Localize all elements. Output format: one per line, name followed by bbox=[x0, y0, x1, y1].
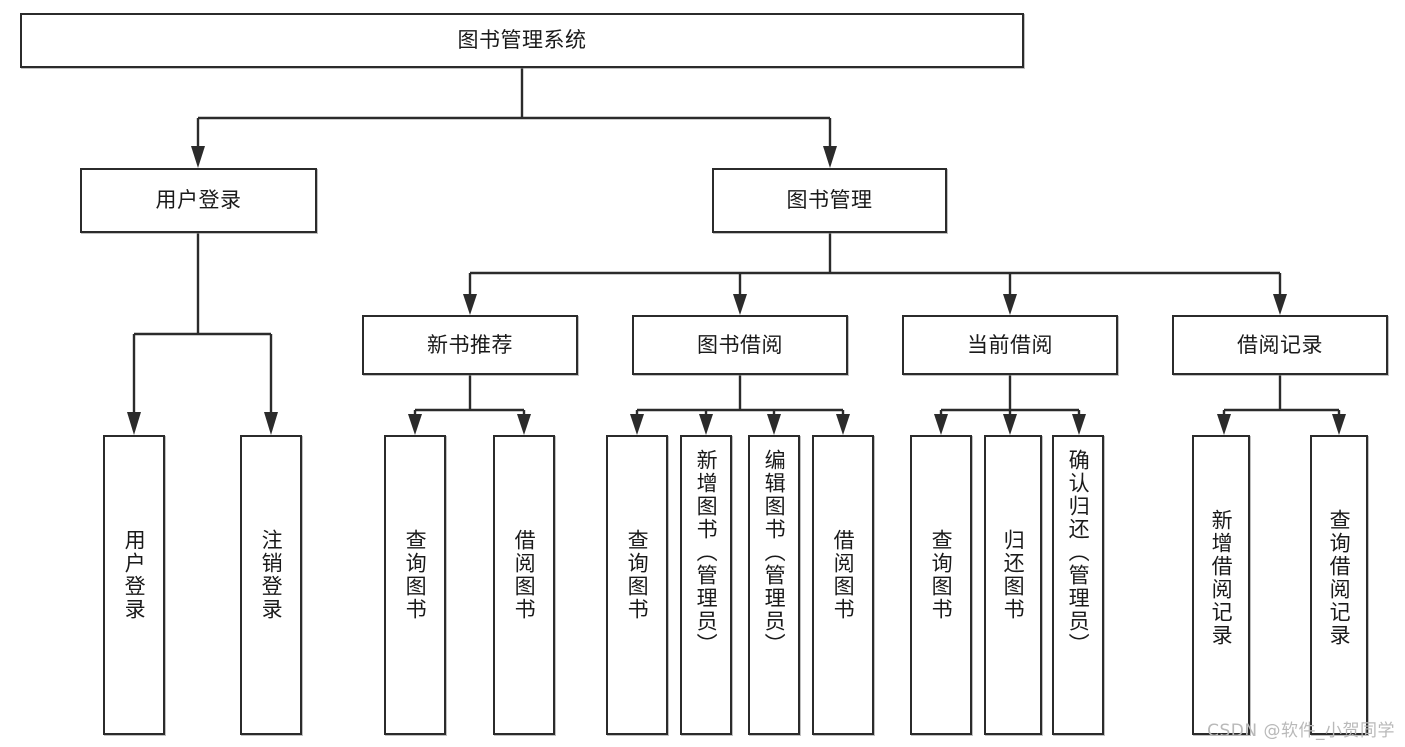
leaf-borrow-book-new[interactable]: 借阅图书 bbox=[493, 435, 555, 735]
leaf-query-borrow-record-label: 查询借阅记录 bbox=[1327, 509, 1352, 647]
leaf-return-book[interactable]: 归还图书 bbox=[984, 435, 1042, 735]
leaf-edit-book-admin[interactable]: 编辑图书（管理员） bbox=[748, 435, 800, 735]
leaf-confirm-return-admin-label: 确认归还（管理员） bbox=[1066, 449, 1091, 656]
leaf-logout[interactable]: 注销登录 bbox=[240, 435, 302, 735]
leaf-query-book-new-label: 查询图书 bbox=[403, 529, 428, 621]
node-current-borrow[interactable]: 当前借阅 bbox=[902, 315, 1118, 375]
node-borrow-record[interactable]: 借阅记录 bbox=[1172, 315, 1388, 375]
node-root[interactable]: 图书管理系统 bbox=[20, 13, 1024, 68]
leaf-borrow-book-borrow-label: 借阅图书 bbox=[831, 529, 856, 621]
node-book-management[interactable]: 图书管理 bbox=[712, 168, 947, 233]
leaf-add-borrow-record[interactable]: 新增借阅记录 bbox=[1192, 435, 1250, 735]
leaf-edit-book-admin-label: 编辑图书（管理员） bbox=[762, 449, 787, 656]
leaf-user-login[interactable]: 用户登录 bbox=[103, 435, 165, 735]
node-borrow-record-label: 借阅记录 bbox=[1237, 332, 1323, 357]
leaf-query-book-current-label: 查询图书 bbox=[929, 529, 954, 621]
csdn-watermark: CSDN @软件_小贺同学 bbox=[1207, 721, 1395, 741]
node-user-login[interactable]: 用户登录 bbox=[80, 168, 317, 233]
node-new-book-recommend[interactable]: 新书推荐 bbox=[362, 315, 578, 375]
node-book-borrow-label: 图书借阅 bbox=[697, 332, 783, 357]
leaf-add-borrow-record-label: 新增借阅记录 bbox=[1209, 509, 1234, 647]
leaf-add-book-admin-label: 新增图书（管理员） bbox=[694, 449, 719, 656]
node-user-login-label: 用户登录 bbox=[155, 188, 242, 213]
node-book-borrow[interactable]: 图书借阅 bbox=[632, 315, 848, 375]
leaf-logout-label: 注销登录 bbox=[259, 529, 284, 621]
leaf-borrow-book-borrow[interactable]: 借阅图书 bbox=[812, 435, 874, 735]
leaf-return-book-label: 归还图书 bbox=[1001, 529, 1026, 621]
leaf-query-borrow-record[interactable]: 查询借阅记录 bbox=[1310, 435, 1368, 735]
leaf-query-book-current[interactable]: 查询图书 bbox=[910, 435, 972, 735]
leaf-confirm-return-admin[interactable]: 确认归还（管理员） bbox=[1052, 435, 1104, 735]
node-root-label: 图书管理系统 bbox=[457, 28, 587, 53]
leaf-query-book-borrow[interactable]: 查询图书 bbox=[606, 435, 668, 735]
leaf-borrow-book-new-label: 借阅图书 bbox=[512, 529, 537, 621]
leaf-query-book-borrow-label: 查询图书 bbox=[625, 529, 650, 621]
leaf-user-login-label: 用户登录 bbox=[122, 529, 147, 621]
node-current-borrow-label: 当前借阅 bbox=[967, 332, 1053, 357]
node-book-management-label: 图书管理 bbox=[786, 188, 873, 213]
node-new-book-recommend-label: 新书推荐 bbox=[427, 332, 513, 357]
leaf-query-book-new[interactable]: 查询图书 bbox=[384, 435, 446, 735]
leaf-add-book-admin[interactable]: 新增图书（管理员） bbox=[680, 435, 732, 735]
